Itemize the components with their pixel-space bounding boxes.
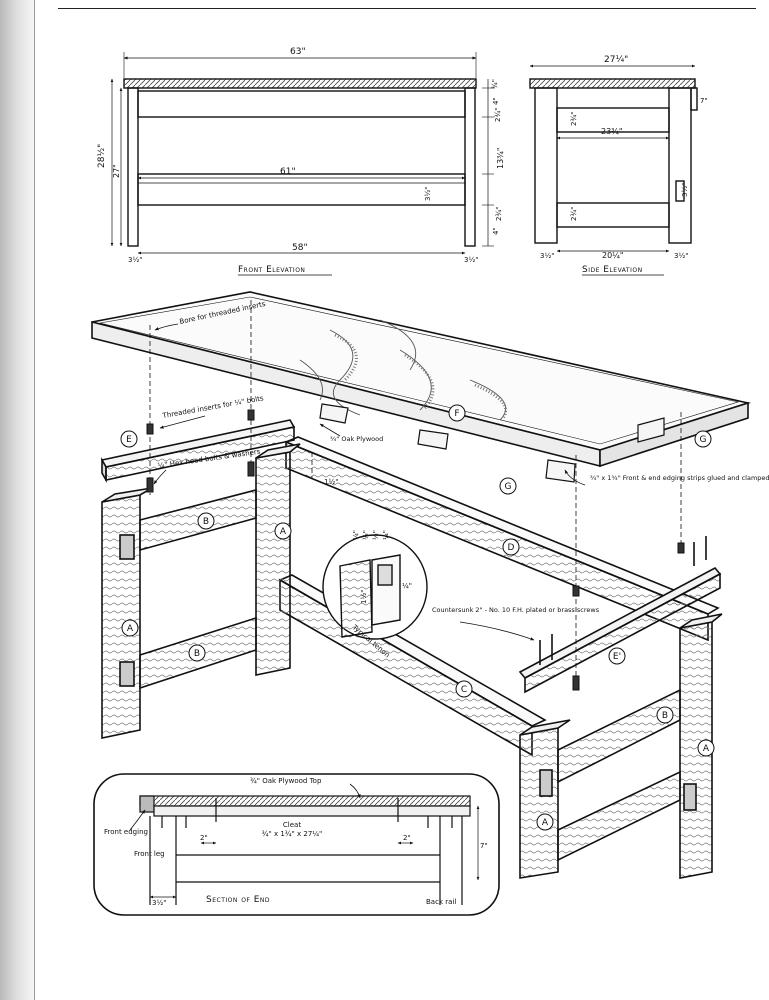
dim-label-inner-rail: 61" xyxy=(280,167,296,177)
tenon-side-label: ¼" xyxy=(402,582,412,590)
side-label-upper-rail: 2¾" xyxy=(570,112,578,126)
side-elevation xyxy=(529,64,698,253)
section-cleat xyxy=(153,805,471,817)
side-label-cleat-drop: 7" xyxy=(700,97,708,105)
part-G-end: G xyxy=(700,435,707,445)
side-upper-rail xyxy=(556,107,670,133)
front-elevation xyxy=(110,52,494,255)
top-rule xyxy=(58,8,756,9)
side-label-leg-span: 20¼" xyxy=(602,251,624,260)
dim-label-upper-rail: 2¾" xyxy=(494,108,502,122)
binding-edge xyxy=(34,0,35,1000)
side-label-overall-depth: 27¼" xyxy=(604,55,628,65)
tenon-dim-1: ¼" xyxy=(352,530,360,540)
tenon-length-label: 1½" xyxy=(360,590,368,604)
section-frame xyxy=(93,773,500,916)
side-right-leg xyxy=(668,87,692,244)
dim-label-leg-height: 27" xyxy=(112,164,121,178)
tenon-dim-4: ¼" xyxy=(382,530,390,540)
left-leg-assembly xyxy=(101,443,301,739)
plywood-note: ¾" Oak Plywood xyxy=(330,435,383,443)
dim-label-overall-height: 28½" xyxy=(97,144,107,168)
side-label-side-rail: 3½" xyxy=(681,183,689,197)
part-bubbles xyxy=(120,404,715,831)
part-A-left-rear: A xyxy=(280,527,287,537)
side-label-lower-rail: 2¾" xyxy=(570,207,578,221)
cleat-E-prime xyxy=(518,566,722,694)
tenon-detail xyxy=(322,534,428,640)
dim-label-middle-gap: 13¾" xyxy=(496,147,505,169)
section-front-leg: Front leg xyxy=(134,850,165,858)
callout-leaders xyxy=(153,323,586,641)
tenon-dim-2: ½" xyxy=(362,530,370,540)
side-label-rail-span: 23¾" xyxy=(601,127,623,136)
side-left-leg xyxy=(534,87,558,244)
alignment-lines xyxy=(149,300,682,690)
front-lower-rail xyxy=(137,173,466,206)
dim-label-overall-length: 63" xyxy=(290,47,306,57)
binding-gutter xyxy=(0,0,34,1000)
dim-label-leg-width-right: 3½" xyxy=(464,256,478,264)
hardware xyxy=(146,409,707,691)
front-upper-rail xyxy=(137,90,466,118)
edging-note: ¾" x 1¾" Front & end edging strips glued… xyxy=(590,474,769,482)
right-leg-assembly xyxy=(519,613,723,879)
section-cleat-dims: ¾" x 1¾" x 27¼" xyxy=(262,830,323,838)
edging-strips-G xyxy=(319,403,665,483)
side-rail-end xyxy=(675,180,685,202)
front-left-leg xyxy=(127,87,139,247)
section-left-offset: 2" xyxy=(200,834,208,842)
section-back-rail: Back rail xyxy=(426,898,456,906)
tenon-dim-3: ½" xyxy=(372,530,380,540)
dim-label-upper-gap: 4" xyxy=(492,97,500,105)
side-label-leg-left: 3½" xyxy=(540,252,554,260)
section-of-end xyxy=(93,773,500,916)
part-B-right: B xyxy=(662,711,668,721)
part-E-prime: E' xyxy=(613,652,621,662)
part-A-left-front: A xyxy=(127,624,134,634)
part-A-right-front: A xyxy=(542,818,549,828)
part-E: E xyxy=(126,435,132,445)
section-front-edging xyxy=(139,795,155,813)
section-drop: 7" xyxy=(480,842,488,850)
front-top xyxy=(123,78,477,89)
side-label-leg-right: 3½" xyxy=(674,252,688,260)
section-top xyxy=(139,795,471,807)
part-B-lower-left: B xyxy=(194,649,200,659)
section-cleat-label: Cleat xyxy=(283,821,301,829)
section-front-edging-label: Front edging xyxy=(104,828,148,836)
section-caption: Section of End xyxy=(206,895,270,905)
section-leg-width: 3½" xyxy=(152,899,166,907)
section-right-offset: 2" xyxy=(403,834,411,842)
dim-label-leg-width-left: 3½" xyxy=(128,256,142,264)
part-G-front: G xyxy=(505,482,512,492)
section-top-note: ¾" Oak Plywood Top xyxy=(250,777,322,785)
part-C: C xyxy=(461,685,467,695)
part-B-upper-left: B xyxy=(203,517,209,527)
front-right-leg xyxy=(464,87,476,247)
dim-label-lower-rail: 2¾" xyxy=(495,207,503,221)
part-F: F xyxy=(454,409,459,419)
half-inch-label: 1½" xyxy=(324,478,338,486)
side-top xyxy=(529,78,696,89)
part-D: D xyxy=(508,543,515,553)
front-elevation-caption: Front Elevation xyxy=(238,265,305,275)
screws-note: Countersunk 2" - No. 10 F.H. plated or b… xyxy=(432,606,600,614)
side-lower-rail xyxy=(556,202,670,228)
dim-label-top-thickness: ¾" xyxy=(491,79,499,89)
side-elevation-caption: Side Elevation xyxy=(582,265,643,275)
dim-label-rail-depth: 3½" xyxy=(424,187,432,201)
side-cleat xyxy=(690,87,698,111)
plywood-top-F xyxy=(91,291,752,468)
part-A-right-rear: A xyxy=(703,744,710,754)
dim-label-foot-gap: 4" xyxy=(492,227,500,235)
dim-label-leg-span: 58" xyxy=(292,243,308,253)
